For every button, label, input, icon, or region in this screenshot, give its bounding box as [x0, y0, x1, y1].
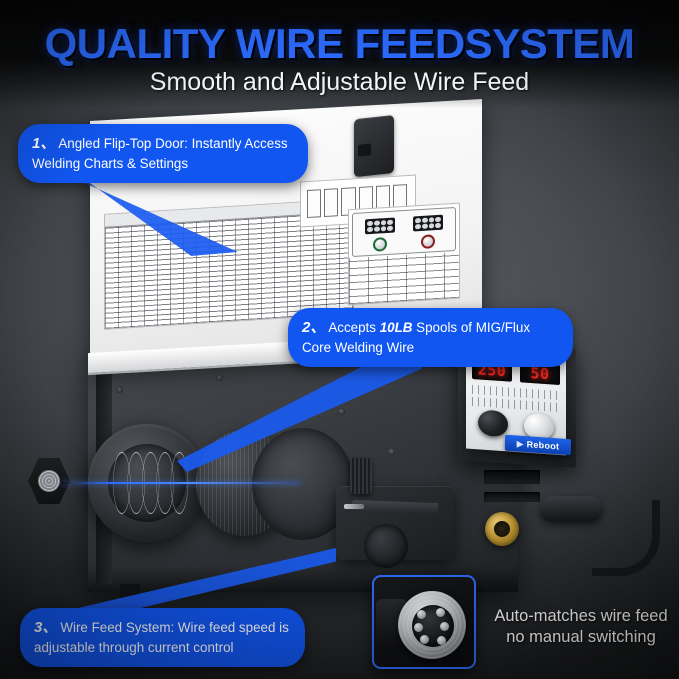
- callout-1: 1、Angled Flip-Top Door: Instantly Access…: [18, 124, 308, 184]
- page-title: QUALITY WIRE FEEDSYSTEM: [44, 20, 635, 67]
- inset-caption: Auto-matches wire feed no manual switchi…: [488, 606, 674, 649]
- drive-roller[interactable]: [364, 524, 408, 568]
- callout-2: 2、Accepts 10LB Spools of MIG/Flux Core W…: [288, 308, 573, 368]
- connector-inset: [372, 575, 476, 669]
- body-bolt: [338, 408, 345, 415]
- torch-cable-icon: [592, 500, 660, 576]
- callout-3: 3、Wire Feed System: Wire feed speed is a…: [20, 608, 305, 668]
- panel-layout-diagram: [352, 206, 456, 258]
- callout-3-number: 3、: [34, 619, 58, 636]
- inset-caption-line-2: no manual switching: [506, 628, 656, 647]
- led-array-diagram: [365, 217, 395, 235]
- connector-pin: [437, 636, 446, 645]
- current-control-knob[interactable]: [478, 409, 508, 438]
- vent-slot: [484, 470, 540, 484]
- body-bolt: [116, 386, 123, 393]
- callout-3-text: Wire Feed System: Wire feed speed is adj…: [34, 620, 289, 656]
- spool-hex-nut[interactable]: [28, 458, 70, 504]
- chart-grid: [349, 251, 459, 305]
- knob-diagram: [421, 234, 435, 249]
- callout-2-text-before: Accepts: [328, 320, 380, 335]
- callout-2-emphasis: 10LB: [379, 320, 413, 335]
- joint-symbol-cell: [324, 188, 339, 218]
- brand-mark-icon: ▶: [516, 438, 524, 449]
- callout-1-text: Angled Flip-Top Door: Instantly Access W…: [32, 136, 288, 172]
- euro-connector-socket-icon[interactable]: [485, 512, 519, 546]
- connector-pin: [420, 635, 429, 644]
- wire-path-indicator: [62, 482, 300, 484]
- connector-pin: [440, 622, 449, 631]
- wire-inlet-guide: [344, 504, 364, 509]
- body-bolt: [216, 374, 223, 381]
- latch-handle-icon[interactable]: [354, 114, 394, 178]
- callout-1-number: 1、: [32, 135, 56, 152]
- page-subtitle: Smooth and Adjustable Wire Feed: [149, 68, 530, 96]
- connector-pin: [417, 610, 426, 619]
- brand-name: Reboot: [526, 439, 560, 452]
- callout-2-number: 2、: [302, 319, 326, 336]
- vent-slot: [484, 492, 540, 502]
- body-bolt: [388, 448, 395, 455]
- knob-diagram: [373, 237, 387, 252]
- connector-pin: [414, 623, 423, 632]
- tension-adjuster-knob[interactable]: [350, 458, 372, 494]
- led-array-diagram: [413, 214, 443, 232]
- connector-face: [412, 605, 454, 647]
- joint-symbol-cell: [307, 189, 322, 219]
- inset-caption-line-1: Auto-matches wire feed: [494, 607, 668, 625]
- connector-pin: [436, 608, 445, 617]
